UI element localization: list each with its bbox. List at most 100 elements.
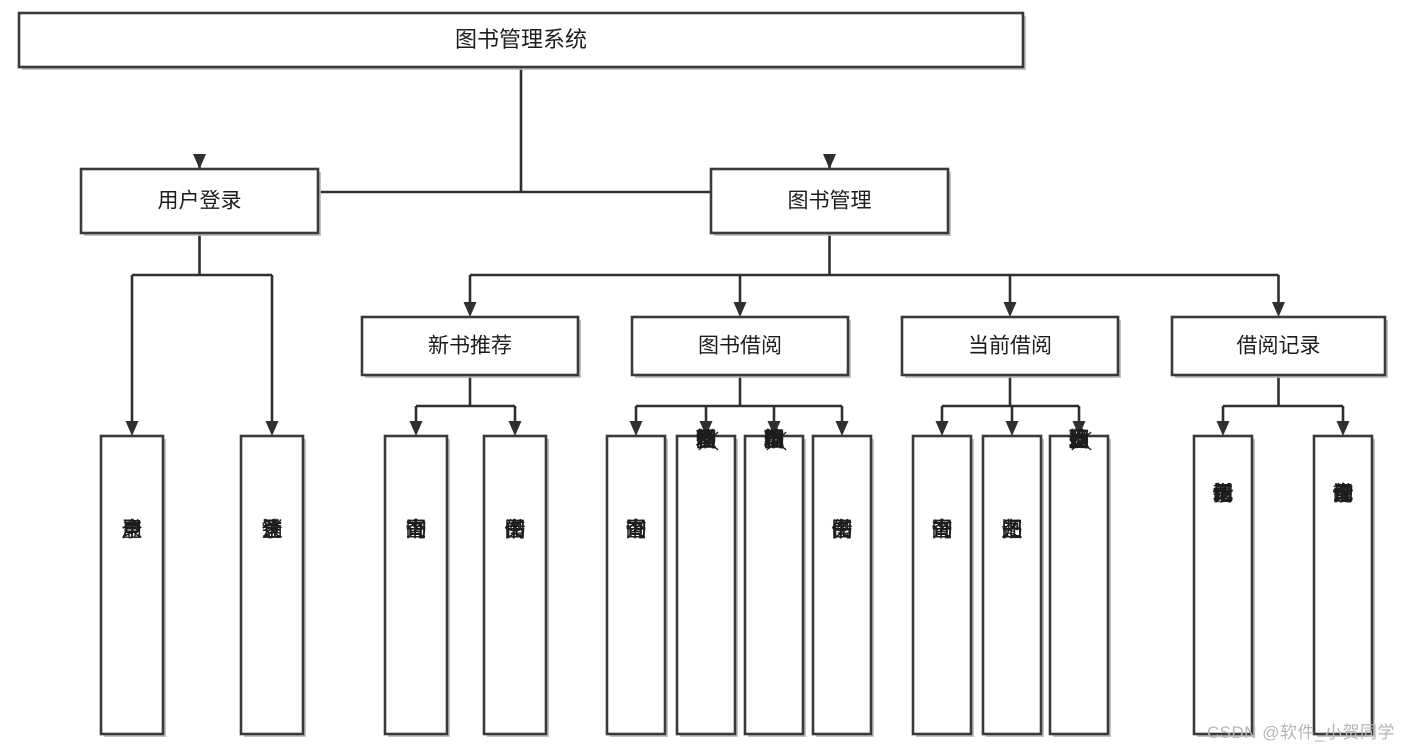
node-rect[interactable] (1170, 315, 1387, 377)
node-rect[interactable] (99, 434, 165, 736)
node-label-char: 理 (1069, 429, 1090, 452)
node-label-char: 图 (764, 429, 785, 452)
node-label-char: 借 (1333, 483, 1354, 506)
node-label-char: 认 (1069, 429, 1090, 452)
node-label-char: 图 (406, 519, 427, 542)
node-label-vertical: 用户登录 (122, 519, 143, 542)
node-label-char: ） (695, 431, 718, 452)
node-label-char: （ (695, 431, 718, 452)
node-rect[interactable] (1312, 434, 1374, 736)
node-label-char: 阅 (1333, 483, 1354, 506)
node-book-borrow[interactable]: 图书借阅 (630, 315, 851, 378)
node-rect[interactable] (360, 315, 580, 377)
node-label-char: ） (1068, 431, 1091, 452)
arrow-head-icon (193, 154, 206, 169)
node-rect[interactable] (709, 167, 950, 235)
node-label-char: 查 (626, 519, 647, 542)
node-label-char: （ (763, 431, 786, 452)
arrow-head-icon (699, 421, 713, 436)
node-rect[interactable] (743, 434, 805, 736)
arrow-head-icon (823, 154, 836, 169)
node-label-char: 理 (696, 429, 717, 452)
node-label-char: 书 (406, 519, 427, 542)
node-label-char: 图 (1002, 519, 1023, 542)
node-label-char: 查 (406, 519, 427, 542)
node-rect[interactable] (630, 315, 850, 377)
node-label-char: 录 (122, 519, 143, 542)
node-label-char: 理 (764, 429, 785, 452)
node-label-char: 借 (505, 519, 526, 542)
node-rect[interactable] (911, 434, 973, 736)
node-label-char: 管 (1069, 429, 1090, 452)
node-label-char: 询 (626, 519, 647, 542)
node-rect[interactable] (605, 434, 667, 736)
node-label-char: 录 (262, 519, 283, 542)
node-rect[interactable] (482, 434, 548, 736)
node-rect[interactable] (900, 315, 1120, 377)
node-borrow-record[interactable]: 借阅记录 (1170, 315, 1388, 378)
node-rect[interactable] (79, 167, 320, 235)
node-label-char: 录 (1213, 483, 1234, 506)
node-layer: 图书管理系统用户登录图书管理新书推荐图书借阅当前借阅借阅记录用户登录注销登录查询… (17, 11, 1388, 737)
node-rect[interactable] (1192, 434, 1254, 736)
node-rect[interactable] (675, 434, 737, 736)
edge-group-borrow-record (1216, 375, 1350, 436)
node-label-char: 书 (932, 519, 953, 542)
node-rect[interactable] (239, 434, 305, 736)
node-label-char: 书 (696, 429, 717, 452)
node-new-book-recommend[interactable]: 新书推荐 (360, 315, 581, 378)
node-user-login[interactable]: 用户登录 (79, 167, 321, 236)
node-label-char: （ (1068, 431, 1091, 452)
node-label-char: 图 (505, 519, 526, 542)
node-rect[interactable] (811, 434, 873, 736)
node-rect[interactable] (383, 434, 449, 736)
edge-group-current-borrow (935, 375, 1086, 436)
node-label-char: 书 (764, 429, 785, 452)
node-label-char: 询 (932, 519, 953, 542)
node-label-char: 增 (1213, 483, 1234, 506)
node-current-borrow[interactable]: 当前借阅 (900, 315, 1121, 378)
node-label-char: 图 (932, 519, 953, 542)
node-book-manage[interactable]: 图书管理 (709, 167, 951, 236)
arrow-head-icon (1072, 421, 1086, 436)
node-label-char: 还 (1002, 519, 1023, 542)
arrow-head-icon (1216, 421, 1230, 436)
arrow-head-icon (1003, 302, 1017, 317)
node-rect[interactable] (17, 11, 1025, 69)
node-label-char: 图 (832, 519, 853, 542)
arrow-head-icon (1272, 302, 1285, 317)
arrow-head-icon (409, 421, 423, 436)
node-label-char: 确 (1069, 429, 1090, 452)
node-label-char: 书 (1002, 519, 1023, 542)
node-leaf-user-login[interactable]: 用户登录 (99, 434, 166, 737)
node-label-char: 查 (1333, 483, 1354, 506)
arrow-head-icon (508, 421, 522, 436)
arrow-head-icon (463, 302, 477, 317)
node-rect[interactable] (981, 434, 1043, 736)
node-label-char: 登 (122, 519, 143, 542)
node-rect[interactable] (1048, 434, 1110, 736)
arrow-head-icon (125, 421, 139, 436)
node-label-char: 新 (1213, 483, 1234, 506)
node-label-char: 借 (1213, 483, 1234, 506)
node-label-char: 图 (696, 429, 717, 452)
node-root[interactable]: 图书管理系统 (17, 11, 1026, 70)
node-label-char: 归 (1002, 519, 1023, 542)
